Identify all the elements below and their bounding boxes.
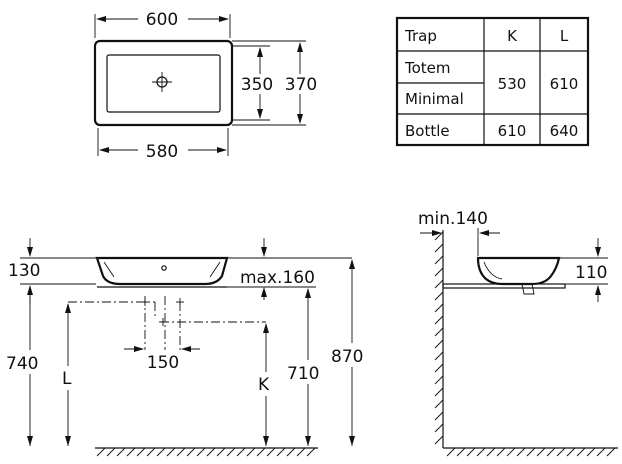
dim-min140-label: min.140 <box>418 209 488 229</box>
dim-150-label: 150 <box>147 353 179 373</box>
side-view: min.140 110 <box>418 209 618 457</box>
table-header-l: L <box>560 27 569 45</box>
trap-table: Trap K L Totem 530 610 Minimal Bottle 61… <box>395 16 590 147</box>
table-cell-trap-minimal: Minimal <box>405 90 464 108</box>
table-header-k: K <box>507 27 518 45</box>
side-floor-hatch <box>443 447 618 457</box>
tap-hole-marker-right <box>176 298 184 306</box>
table-cell-l-bottle: 640 <box>550 122 579 140</box>
wall-hatch <box>434 230 444 448</box>
floor-hatch <box>95 447 318 457</box>
table-cell-l-totem: 610 <box>550 75 579 93</box>
table-cell-trap-totem: Totem <box>404 59 451 77</box>
dim-370-label: 370 <box>285 75 317 95</box>
table-cell-k-totem: 530 <box>498 75 527 93</box>
dim-350-label: 350 <box>241 75 273 95</box>
basin-outline-outer <box>93 39 234 127</box>
plan-view: 600 580 350 370 <box>93 9 324 162</box>
basin-side-profile <box>476 256 561 286</box>
dim-740-label: 740 <box>6 354 38 374</box>
drain-marker <box>159 318 167 326</box>
dim-130-label: 130 <box>8 261 40 281</box>
front-view: 130 max.160 740 L 150 K <box>5 238 374 457</box>
table-cell-k-bottle: 610 <box>498 122 527 140</box>
dim-710-label: 710 <box>287 364 319 384</box>
basin-bowl-inner <box>106 54 221 113</box>
dim-110-label: 110 <box>575 263 607 283</box>
tap-hole-marker-left <box>141 298 149 306</box>
table-header-trap: Trap <box>404 27 437 45</box>
dim-870-label: 870 <box>331 347 363 367</box>
drain-icon <box>152 72 172 92</box>
dim-l-label: L <box>62 369 72 389</box>
dim-max160-label: max.160 <box>240 268 315 288</box>
dim-600-label: 600 <box>146 10 178 30</box>
basin-front-profile <box>95 256 229 286</box>
dim-k-label: K <box>258 375 270 395</box>
dim-580-label: 580 <box>146 142 178 162</box>
table-cell-trap-bottle: Bottle <box>405 122 450 140</box>
